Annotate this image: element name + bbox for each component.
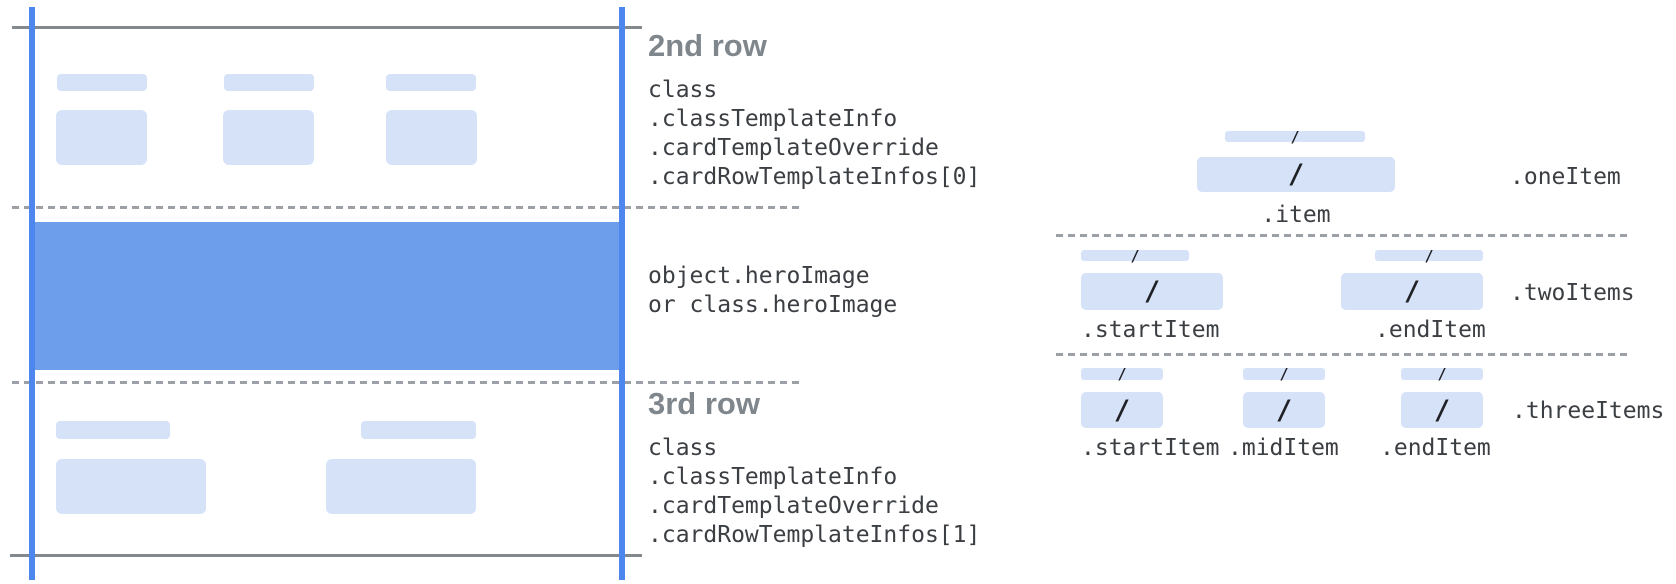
- row2-code-path: class .classTemplateInfo .cardTemplateOv…: [648, 76, 980, 192]
- slash-icon: /: [1424, 246, 1434, 265]
- threeItems-midItem-label-bar: /: [1243, 365, 1325, 383]
- slash-icon: /: [1403, 276, 1421, 307]
- row3-col2-label-placeholder: [361, 421, 476, 439]
- code-line: .cardRowTemplateInfos[0]: [648, 164, 981, 190]
- slash-icon: /: [1113, 394, 1131, 426]
- startItem-label: .startItem: [1081, 435, 1220, 461]
- card-bottom-edge-line: [10, 554, 642, 557]
- card-top-edge-line: [12, 26, 642, 29]
- endItem-label: .endItem: [1375, 317, 1486, 343]
- code-line: .cardTemplateOverride: [648, 135, 939, 161]
- threeItems-startItem-label-bar: /: [1081, 365, 1163, 383]
- slash-icon: /: [1143, 276, 1161, 307]
- twoItems-section-label: .twoItems: [1510, 280, 1635, 306]
- oneItem-value-bar: /: [1197, 157, 1395, 192]
- slash-icon: /: [1117, 365, 1127, 383]
- code-line: object.heroImage: [648, 263, 870, 289]
- slash-icon: /: [1287, 159, 1305, 190]
- row3-col1-label-placeholder: [56, 421, 170, 439]
- twoItems-startItem-label-bar: /: [1081, 247, 1189, 265]
- row3-col1-value-placeholder: [56, 459, 206, 514]
- code-line: or class.heroImage: [648, 292, 898, 318]
- threeItems-midItem-value-bar: /: [1243, 392, 1325, 428]
- startItem-label: .startItem: [1081, 317, 1220, 343]
- oneItem-label-bar: /: [1225, 128, 1365, 146]
- twoItems-endItem-label-bar: /: [1375, 247, 1483, 265]
- row2-col3-value-placeholder: [386, 110, 477, 165]
- row3-heading: 3rd row: [648, 386, 760, 421]
- twoItems-endItem-value-bar: /: [1341, 273, 1483, 310]
- threeItems-section-label: .threeItems: [1512, 398, 1665, 424]
- card-right-guide-line: [619, 7, 625, 580]
- hero-image-band: [29, 222, 625, 370]
- oneItem-twoItems-dashed-divider: [1056, 234, 1630, 237]
- code-line: .classTemplateInfo: [648, 464, 898, 490]
- threeItems-startItem-value-bar: /: [1081, 392, 1163, 428]
- code-line: class: [648, 435, 718, 461]
- oneItem-section-label: .oneItem: [1510, 164, 1621, 190]
- endItem-label: .endItem: [1380, 435, 1491, 461]
- slash-icon: /: [1437, 365, 1447, 383]
- hero-code-path: object.heroImage or class.heroImage: [648, 262, 897, 320]
- code-line: .cardRowTemplateInfos[1]: [648, 522, 981, 548]
- row2-col3-label-placeholder: [386, 74, 476, 91]
- slash-icon: /: [1279, 365, 1289, 383]
- item-label: .item: [1261, 202, 1331, 228]
- row2-col1-label-placeholder: [57, 74, 147, 91]
- row2-heading: 2nd row: [648, 28, 767, 63]
- code-line: .classTemplateInfo: [648, 106, 898, 132]
- row2-col2-value-placeholder: [223, 110, 314, 165]
- slash-icon: /: [1130, 246, 1140, 265]
- twoItems-startItem-value-bar: /: [1081, 273, 1223, 310]
- code-line: class: [648, 77, 718, 103]
- threeItems-endItem-label-bar: /: [1401, 365, 1483, 383]
- card-left-guide-line: [29, 7, 35, 580]
- row2-col2-label-placeholder: [224, 74, 314, 91]
- row2-hero-dashed-divider: [12, 206, 800, 209]
- hero-row3-dashed-divider: [12, 381, 800, 384]
- slash-icon: /: [1290, 127, 1300, 146]
- midItem-label: .midItem: [1228, 435, 1339, 461]
- code-line: .cardTemplateOverride: [648, 493, 939, 519]
- slash-icon: /: [1433, 394, 1451, 426]
- slash-icon: /: [1275, 394, 1293, 426]
- row3-code-path: class .classTemplateInfo .cardTemplateOv…: [648, 434, 980, 550]
- row3-col2-value-placeholder: [326, 459, 476, 514]
- threeItems-endItem-value-bar: /: [1401, 392, 1483, 428]
- row2-col1-value-placeholder: [56, 110, 147, 165]
- twoItems-threeItems-dashed-divider: [1056, 353, 1630, 356]
